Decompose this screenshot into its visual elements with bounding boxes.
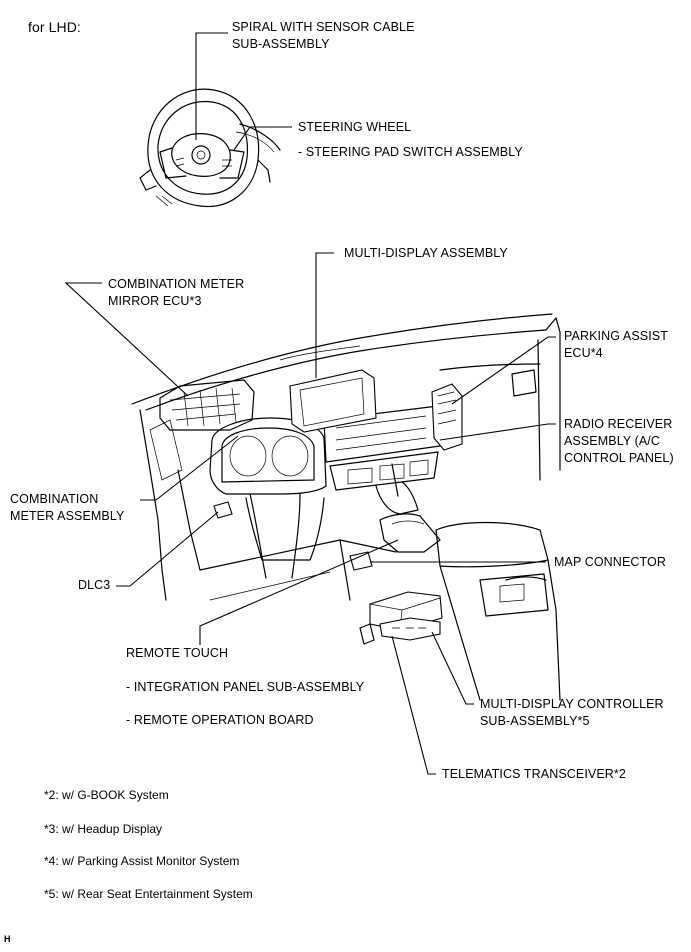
leader-steering-wheel (233, 126, 292, 151)
label-parking-assist-ecu: PARKING ASSIST ECU*4 (564, 329, 668, 360)
steering-wheel-drawing (139, 88, 281, 208)
leader-remote-touch (199, 539, 399, 645)
label-telematics-transceiver: TELEMATICS TRANSCEIVER*2 (442, 767, 626, 781)
label-steering-pad-switch: - STEERING PAD SWITCH ASSEMBLY (298, 145, 523, 159)
footnote-4: *4: w/ Parking Assist Monitor System (44, 854, 240, 868)
leader-multi-display-controller (431, 631, 474, 705)
leader-radio-receiver (439, 423, 556, 441)
footnote-3: *3: w/ Headup Display (44, 822, 163, 836)
label-map-connector: MAP CONNECTOR (554, 555, 666, 569)
variant-label: for LHD: (28, 19, 81, 35)
label-combination-meter-assembly: COMBINATION METER ASSEMBLY (10, 492, 125, 523)
leader-parking-assist (451, 336, 556, 405)
label-spiral-with-sensor-cable: SPIRAL WITH SENSOR CABLE SUB-ASSEMBLY (232, 20, 415, 51)
label-remote-operation-board: - REMOTE OPERATION BOARD (126, 713, 314, 727)
label-multi-display-assembly: MULTI-DISPLAY ASSEMBLY (344, 246, 508, 260)
label-steering-wheel: STEERING WHEEL (298, 120, 412, 134)
label-dlc3: DLC3 (78, 578, 111, 592)
label-combination-meter-mirror-ecu: COMBINATION METER MIRROR ECU*3 (108, 277, 245, 308)
label-multi-display-controller: MULTI-DISPLAY CONTROLLER SUB-ASSEMBLY*5 (480, 697, 664, 728)
corner-mark: H (4, 934, 11, 944)
leader-lines (64, 32, 556, 775)
leader-telematics (391, 635, 436, 775)
footnote-2: *2: w/ G-BOOK System (44, 788, 169, 802)
footnote-5: *5: w/ Rear Seat Entertainment System (44, 887, 253, 901)
label-integration-panel: - INTEGRATION PANEL SUB-ASSEMBLY (126, 680, 365, 694)
leader-multi-display (315, 252, 334, 378)
instrument-panel-drawing (131, 313, 561, 701)
label-remote-touch: REMOTE TOUCH (126, 646, 229, 660)
leader-combination-meter-mirror (64, 282, 189, 397)
leader-combination-meter-assembly (140, 435, 239, 501)
leader-spiral (195, 32, 228, 140)
leader-dlc3 (116, 511, 219, 587)
label-radio-receiver-assembly: RADIO RECEIVER ASSEMBLY (A/C CONTROL PAN… (564, 417, 674, 465)
